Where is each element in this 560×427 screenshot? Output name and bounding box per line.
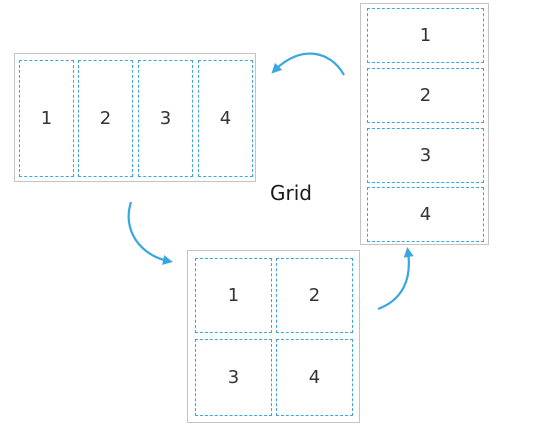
- arrow-horizontal-to-grid: [127, 201, 173, 265]
- horizontal-layout-frame: 1 2 3 4: [14, 53, 256, 182]
- arrow-vertical-to-horizontal: [271, 52, 345, 76]
- grid-label: Grid: [270, 181, 312, 205]
- vertical-cell-2: 2: [367, 68, 484, 123]
- horizontal-cell-1: 1: [19, 60, 74, 177]
- grid-cell-3: 3: [195, 339, 272, 416]
- vertical-cell-4: 4: [367, 187, 484, 242]
- grid-cell-2: 2: [276, 258, 353, 333]
- grid-cell-4: 4: [276, 339, 353, 416]
- grid-layout-frame: 1 2 3 4: [187, 250, 360, 423]
- grid-cell-1: 1: [195, 258, 272, 333]
- horizontal-cell-4: 4: [198, 60, 253, 177]
- arrow-grid-to-vertical: [377, 247, 414, 311]
- horizontal-cell-2: 2: [78, 60, 133, 177]
- vertical-cell-3: 3: [367, 128, 484, 183]
- vertical-layout-frame: 1 2 3 4: [360, 3, 489, 245]
- horizontal-cell-3: 3: [138, 60, 193, 177]
- vertical-cell-1: 1: [367, 8, 484, 63]
